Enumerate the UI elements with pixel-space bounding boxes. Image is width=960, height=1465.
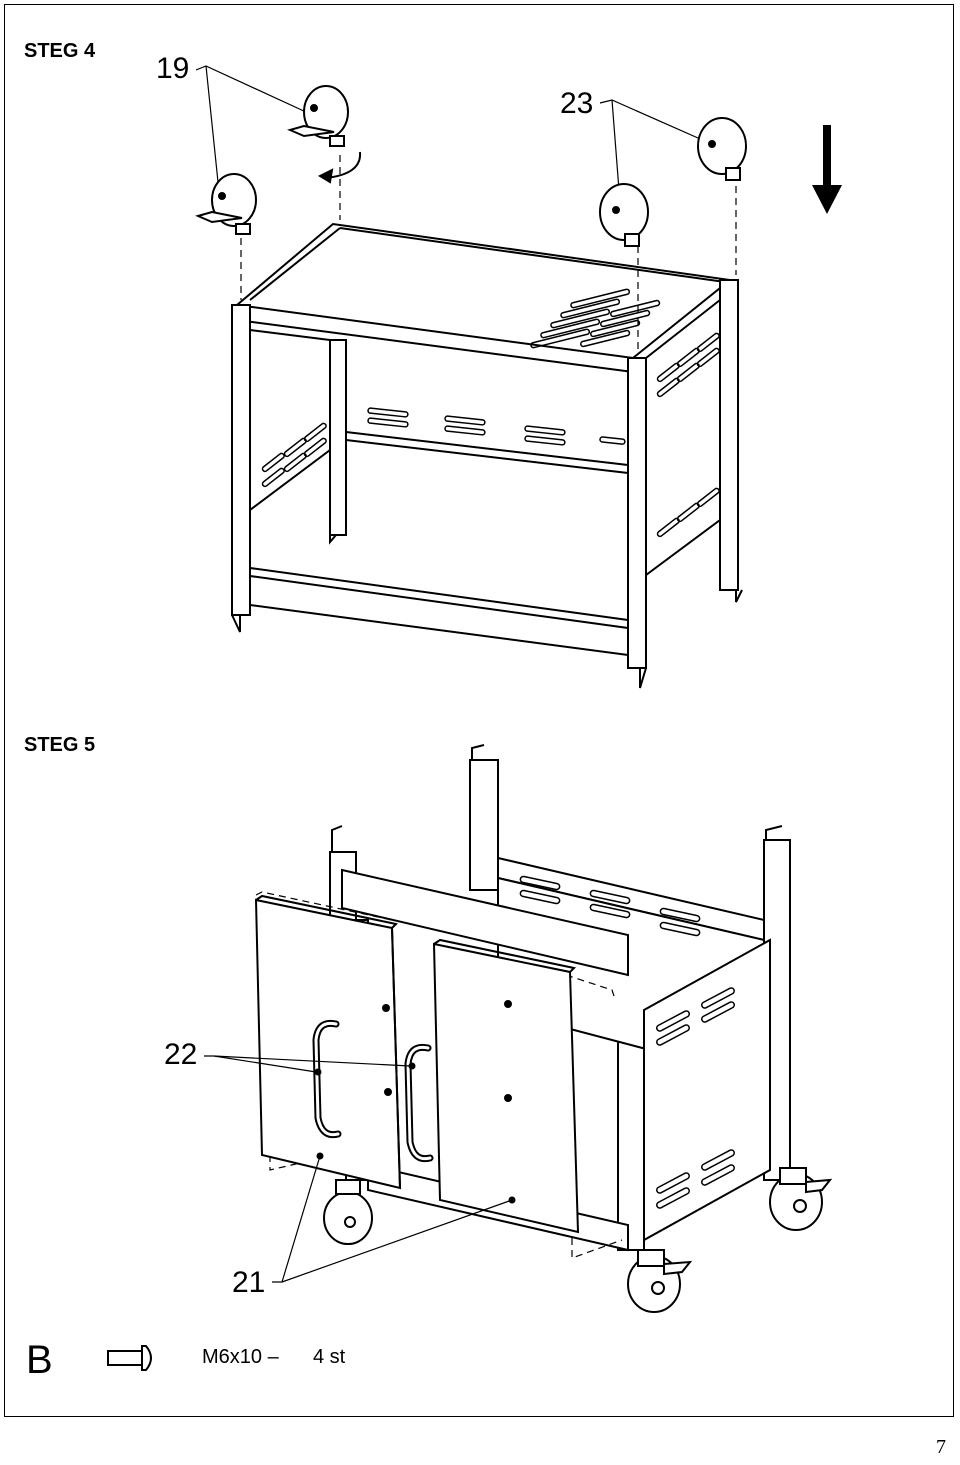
step-5-title: STEG 5 — [24, 734, 96, 756]
callout-22: 22 — [164, 1038, 198, 1071]
legend-description: M6x10 – — [202, 1346, 279, 1368]
step-4-title: STEG 4 — [24, 40, 96, 62]
legend-key: B — [26, 1338, 53, 1382]
legend-quantity: 4 st — [313, 1346, 346, 1368]
callout-19: 19 — [156, 52, 190, 85]
step-4-illustration — [195, 65, 842, 689]
down-arrow-icon — [812, 125, 842, 214]
callout-21: 21 — [232, 1266, 266, 1299]
step-5-illustration — [204, 744, 833, 1313]
page-frame — [4, 4, 954, 1417]
page-number: 7 — [936, 1436, 946, 1458]
callout-23: 23 — [560, 87, 594, 120]
